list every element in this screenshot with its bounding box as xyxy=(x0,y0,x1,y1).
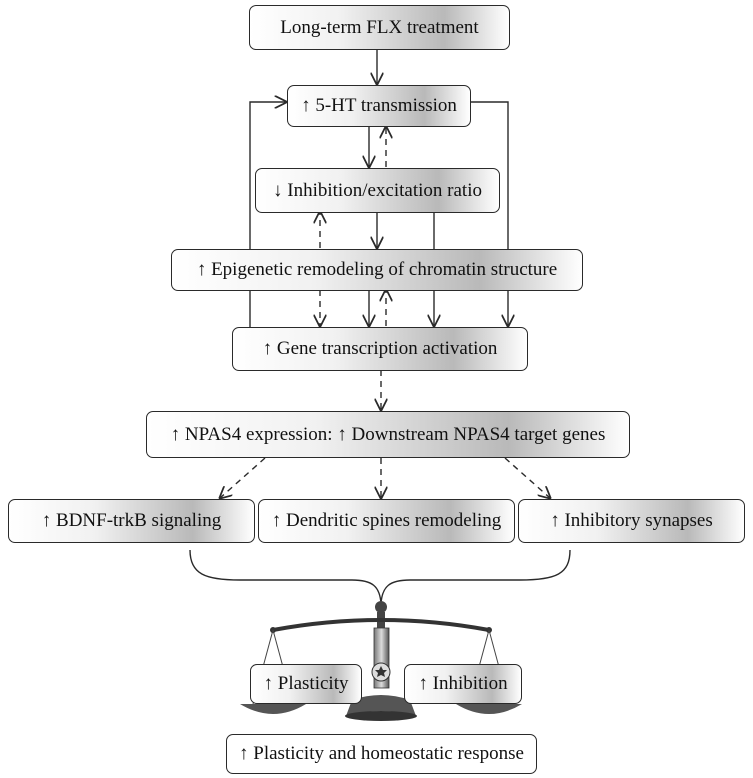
node-bdnf-label: ↑ BDNF-trkB signaling xyxy=(41,510,222,531)
node-flx: Long-term FLX treatment xyxy=(249,5,510,50)
loop-gene-to-ht xyxy=(249,102,286,330)
node-gene-label: ↑ Gene transcription activation xyxy=(262,338,498,359)
node-flx-label: Long-term FLX treatment xyxy=(280,16,479,38)
node-inhibition-excitation: ↓ Inhibition/excitation ratio xyxy=(255,168,500,213)
node-inhib-label: ↑ Inhibition xyxy=(418,673,508,694)
node-plast-label: ↑ Plasticity xyxy=(263,673,349,694)
node-5ht: ↑ 5-HT transmission xyxy=(287,85,471,127)
node-5ht-label: ↑ 5-HT transmission xyxy=(301,95,457,116)
node-npas4: ↑ NPAS4 expression: ↑ Downstream NPAS4 t… xyxy=(146,411,630,458)
node-dendritic: ↑ Dendritic spines remodeling xyxy=(258,499,515,543)
node-final-label: ↑ Plasticity and homeostatic response xyxy=(239,743,524,764)
node-epigenetic: ↑ Epigenetic remodeling of chromatin str… xyxy=(171,249,583,291)
node-dend-label: ↑ Dendritic spines remodeling xyxy=(271,510,502,531)
arrow-npas-to-bdnf-dashed xyxy=(220,457,266,498)
node-final: ↑ Plasticity and homeostatic response xyxy=(226,734,537,774)
node-npas-label: ↑ NPAS4 expression: ↑ Downstream NPAS4 t… xyxy=(170,423,606,445)
arrow-npas-to-inh-dashed xyxy=(504,457,550,498)
balance-scale-icon xyxy=(240,601,522,721)
curly-brace xyxy=(189,549,571,605)
node-ie-label: ↓ Inhibition/excitation ratio xyxy=(273,179,482,201)
node-epi-label: ↑ Epigenetic remodeling of chromatin str… xyxy=(196,259,558,280)
node-inhibition: ↑ Inhibition xyxy=(404,664,522,704)
node-bdnf: ↑ BDNF-trkB signaling xyxy=(8,499,255,543)
loop-ht-to-gene xyxy=(470,101,508,326)
node-plasticity: ↑ Plasticity xyxy=(250,664,362,704)
node-gene-transcription: ↑ Gene transcription activation xyxy=(232,327,528,371)
node-inh-label: ↑ Inhibitory synapses xyxy=(550,510,713,531)
node-inhibitory-synapses: ↑ Inhibitory synapses xyxy=(518,499,745,543)
